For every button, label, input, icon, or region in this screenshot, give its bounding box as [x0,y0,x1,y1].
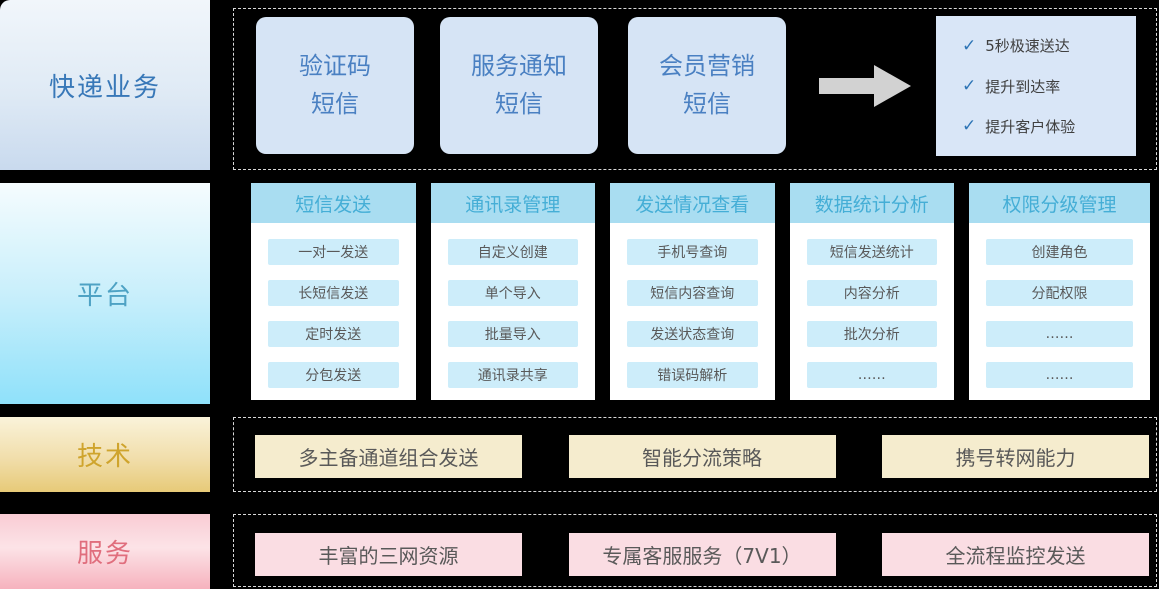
benefit-item: ✓ 提升客户体验 [962,116,1136,137]
benefit-text: 提升到达率 [985,77,1061,96]
side-label-business: 快递业务 [0,0,210,170]
sms-type-card-verification: 验证码 短信 [256,17,414,154]
feature-item: …… [986,362,1134,388]
platform-column-statistics: 数据统计分析 短信发送统计 内容分析 批次分析 …… [789,183,955,400]
check-icon: ✓ [962,35,977,56]
feature-item: 一对一发送 [268,239,399,265]
service-items-row: 丰富的三网资源 专属客服服务（7V1） 全流程监控发送 [255,533,1149,576]
platform-column-permissions: 权限分级管理 创建角色 分配权限 …… …… [969,183,1151,400]
service-item: 全流程监控发送 [882,533,1149,576]
platform-column-contacts: 通讯录管理 自定义创建 单个导入 批量导入 通讯录共享 [430,183,596,400]
benefit-item: ✓ 提升到达率 [962,76,1136,97]
column-header: 短信发送 [251,183,416,223]
column-items: 自定义创建 单个导入 批量导入 通讯录共享 [431,223,596,400]
feature-item: 短信发送统计 [806,239,938,265]
benefit-text: 提升客户体验 [985,117,1076,136]
feature-item: 发送状态查询 [627,321,758,347]
sms-type-card-notification: 服务通知 短信 [440,17,598,154]
feature-item: 批量导入 [447,321,579,347]
column-items: 创建角色 分配权限 …… …… [969,223,1150,400]
feature-item: 长短信发送 [268,280,399,306]
column-header: 发送情况查看 [610,183,775,223]
platform-section: 短信发送 一对一发送 长短信发送 定时发送 分包发送 通讯录管理 自定义创建 单… [251,183,1151,400]
side-label-platform-text: 平台 [76,281,133,311]
right-arrow-icon [819,63,911,109]
sms-type-card-verification-text: 验证码 短信 [299,52,371,118]
technology-section: 多主备通道组合发送 智能分流策略 携号转网能力 [233,417,1157,492]
column-header: 权限分级管理 [969,183,1151,223]
platform-column-sms-send: 短信发送 一对一发送 长短信发送 定时发送 分包发送 [251,183,416,400]
column-header: 数据统计分析 [789,183,955,223]
service-item: 专属客服服务（7V1） [568,533,836,576]
feature-item: 分包发送 [268,362,399,388]
feature-item: 分配权限 [986,280,1134,306]
side-label-service: 服务 [0,514,210,589]
business-section: 验证码 短信 服务通知 短信 会员营销 短信 ✓ 5秒极速送达 ✓ 提升到达率 … [233,8,1157,170]
technology-items-row: 多主备通道组合发送 智能分流策略 携号转网能力 [255,435,1149,478]
feature-item: …… [986,321,1134,347]
feature-item: …… [806,362,938,388]
feature-item: 批次分析 [806,321,938,347]
side-label-platform: 平台 [0,183,210,404]
tech-capability-item: 智能分流策略 [568,435,836,478]
side-label-business-text: 快递业务 [48,72,161,103]
check-icon: ✓ [962,76,977,96]
column-items: 手机号查询 短信内容查询 发送状态查询 错误码解析 [610,223,775,400]
feature-item: 单个导入 [447,280,579,306]
platform-column-delivery-status: 发送情况查看 手机号查询 短信内容查询 发送状态查询 错误码解析 [610,183,775,400]
column-items: 短信发送统计 内容分析 批次分析 …… [790,223,955,400]
benefit-item: ✓ 5秒极速送达 [962,35,1136,56]
feature-item: 通讯录共享 [447,362,579,388]
feature-item: 内容分析 [806,280,938,306]
check-icon: ✓ [962,116,977,137]
feature-item: 短信内容查询 [627,280,758,306]
column-header: 通讯录管理 [430,183,596,223]
sms-type-card-marketing: 会员营销 短信 [628,17,786,154]
service-item: 丰富的三网资源 [255,533,522,576]
feature-item: 手机号查询 [627,239,758,265]
benefit-text: 5秒极速送达 [985,37,1070,56]
side-label-service-text: 服务 [76,539,133,569]
tech-capability-item: 多主备通道组合发送 [255,435,522,478]
column-items: 一对一发送 长短信发送 定时发送 分包发送 [251,223,416,400]
benefits-panel: ✓ 5秒极速送达 ✓ 提升到达率 ✓ 提升客户体验 [936,16,1136,156]
tech-capability-item: 携号转网能力 [882,435,1149,478]
side-label-technology-text: 技术 [76,442,133,472]
sms-type-card-notification-text: 服务通知 短信 [471,52,567,118]
feature-item: 定时发送 [268,321,399,347]
service-section: 丰富的三网资源 专属客服服务（7V1） 全流程监控发送 [233,514,1157,587]
sms-type-card-marketing-text: 会员营销 短信 [659,52,755,118]
feature-item: 自定义创建 [447,239,579,265]
feature-item: 错误码解析 [627,362,758,388]
feature-item: 创建角色 [986,239,1134,265]
side-label-technology: 技术 [0,417,210,492]
